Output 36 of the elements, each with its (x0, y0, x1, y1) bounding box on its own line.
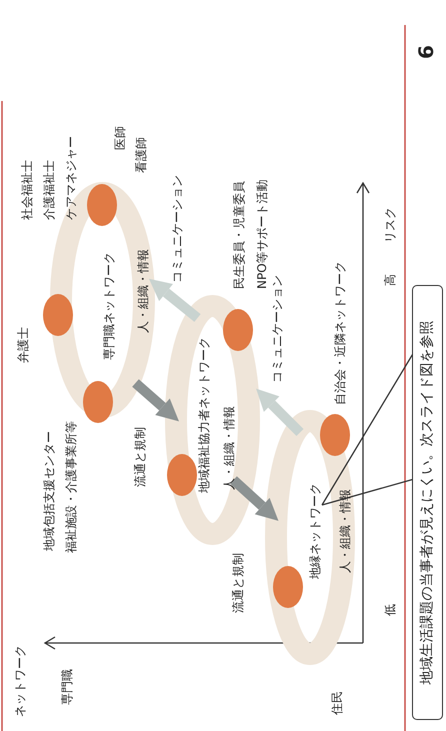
member-label: 地域包括支援センター (42, 431, 57, 551)
axis-label: 住民 (330, 691, 345, 715)
axis-label: リスク (383, 207, 398, 243)
arrow (256, 388, 304, 436)
page-number: 6 (414, 45, 438, 59)
edge-label: コミュニケーション (270, 275, 285, 383)
axis-label: ネットワーク (13, 645, 28, 717)
member-label: 介護福祉士 (42, 160, 57, 220)
ring-text: 人・組織・情報 (136, 249, 151, 333)
axis-tick-label: 高 (383, 274, 398, 286)
edge-label: 流通と規制 (231, 553, 246, 613)
callout-box: 地域生活課題の当事者が見えにくい。次スライド図を参照 (412, 285, 443, 720)
ring-text: 人・組織・情報 (338, 489, 353, 573)
network-ring (165, 295, 260, 545)
leader-line (321, 354, 414, 506)
network-ring (265, 410, 355, 665)
member-label: 民生委員・児童委員 (232, 181, 247, 289)
edge-label: コミュニケーション (170, 175, 185, 283)
member-label: 看護師 (134, 137, 149, 173)
axis-label: 専門職 (60, 669, 75, 705)
member-label: 自治会・近隣ネットワーク (333, 261, 348, 405)
member-label: 福祉施設・介護事業所等 (64, 421, 79, 553)
member-label: 弁護士 (16, 327, 31, 363)
ring-text: 人・組織・情報 (222, 406, 237, 490)
member-label: 医師 (113, 126, 128, 150)
ring-text: 地域福祉協力者ネットワーク (197, 337, 212, 493)
member-label: ケアマネジャー (64, 136, 79, 220)
arrow (230, 476, 278, 521)
arrow (132, 379, 179, 422)
member-label: NPO等サポート活動 (255, 179, 270, 289)
ring-title: 地縁ネットワーク (308, 481, 323, 579)
edge-label: 流通と規制 (133, 427, 148, 487)
axis-tick-label: 低 (383, 604, 398, 616)
member-label: 社会福祉士 (20, 160, 35, 220)
ring-text: 専門職ネットワーク (102, 252, 117, 360)
arrow (148, 278, 201, 322)
